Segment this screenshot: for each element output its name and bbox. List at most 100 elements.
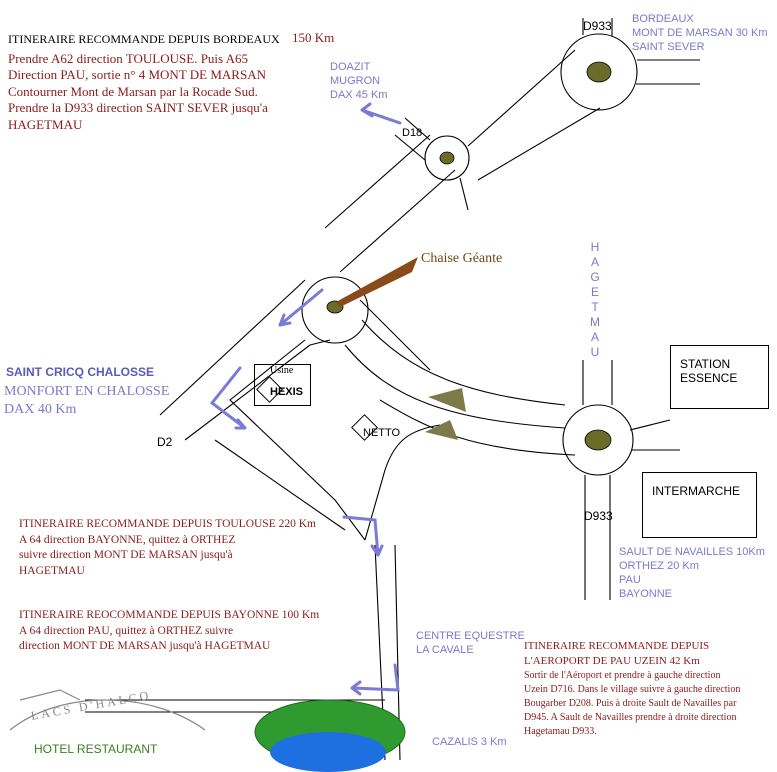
hotel-grounds: [254, 699, 406, 772]
hexis-label: HEXIS: [270, 386, 304, 398]
arrow-south: [342, 515, 384, 557]
hagetmau-letter: H: [590, 240, 600, 254]
dir-pau: PAU: [619, 574, 641, 586]
road-bordeaux-stub: [636, 59, 700, 85]
toulouse-line-1: A 64 direction BAYONNE, quittez à ORTHEZ: [19, 534, 236, 546]
usine-label: Usine: [270, 365, 294, 376]
bordeaux-line-5: HAGETMAU: [8, 117, 83, 132]
arrow-doazit: [360, 102, 402, 125]
dir-dax-45: DAX 45 Km: [330, 89, 388, 101]
toulouse-title: ITINERAIRE RECOMMANDE DEPUIS TOULOUSE 22…: [19, 518, 316, 530]
road-d18: [394, 117, 431, 161]
dir-sault: SAULT DE NAVAILLES 10Km: [619, 546, 765, 558]
airport-line-3: Bougarber D208. Puis à droite Sault de N…: [524, 698, 737, 709]
road-d2-south: [214, 439, 346, 531]
roundabout-islands: [326, 61, 612, 451]
bordeaux-line-3: Contourner Mont de Marsan par la Rocade …: [8, 84, 258, 99]
logo-arc: [9, 699, 206, 731]
road-hagetmau-north: [582, 360, 613, 405]
dir-doazit: DOAZIT: [330, 61, 371, 73]
roundabout-d18-outer: [424, 135, 470, 181]
island-tri-1: [428, 388, 466, 412]
dir-saint-sever: SAINT SEVER: [632, 41, 705, 53]
road-label-d933-mid: D933: [584, 509, 613, 523]
road-d933-north-upper: [467, 49, 601, 181]
road-d2: [159, 279, 311, 441]
airport-title-1: ITINERAIRE RECOMMANDE DEPUIS: [524, 640, 710, 652]
bayonne-line-2: direction MONT DE MARSAN jusqu'à HAGETMA…: [19, 640, 271, 652]
road-d18-south-stub: [459, 177, 469, 211]
road-south-connector: [364, 424, 441, 541]
road-south-west: [229, 299, 431, 541]
bordeaux-line-4: Prendre la D933 direction SAINT SEVER ju…: [8, 100, 268, 115]
hagetmau-letter: E: [590, 285, 599, 299]
dir-bayonne: BAYONNE: [619, 588, 672, 600]
bordeaux-line-2: Direction PAU, sortie n° 4 MONT DE MARSA…: [8, 67, 266, 82]
dir-orthez: ORTHEZ 20 Km: [619, 560, 699, 572]
dir-cazalis: CAZALIS 3 Km: [432, 736, 507, 748]
dir-dax-40: DAX 40 Km: [4, 402, 77, 417]
station-label-1: STATION: [680, 357, 731, 371]
lake: [270, 732, 386, 772]
dir-monfort: MONFORT EN CHALOSSE: [4, 384, 170, 399]
island-east: [584, 429, 612, 451]
chaise-geante-label: Chaise Géante: [421, 251, 503, 266]
road-east-stub: [629, 419, 680, 451]
hagetmau-letter: U: [590, 345, 600, 359]
hexis-box: [254, 364, 311, 406]
road-outlines: [85, 18, 700, 761]
road-link: [309, 339, 331, 346]
dir-mont-de-marsan: MONT DE MARSAN 30 Km: [632, 27, 768, 39]
netto-label: NETTO: [363, 427, 401, 439]
bayonne-line-1: A 64 direction PAU, quittez à ORTHEZ sui…: [19, 625, 234, 637]
arrow-d2: [209, 366, 247, 430]
bordeaux-line-1: Prendre A62 direction TOULOUSE. Puis A65: [8, 51, 249, 66]
station-essence-box: [670, 345, 769, 409]
island-d18: [439, 151, 455, 165]
logo-roof: [19, 689, 81, 701]
bordeaux-distance: 150 Km: [292, 30, 335, 45]
road-d933-top-stub: [582, 18, 613, 36]
centre-equestre: CENTRE EQUESTRE: [416, 630, 525, 642]
road-east-lower: [379, 399, 576, 456]
airport-line-1: Sortir de l'Aéroport et prendre à gauche…: [524, 670, 721, 681]
arrow-hotel: [350, 663, 400, 696]
road-islands: [425, 388, 466, 440]
road-label-d18: D18: [402, 127, 423, 139]
bordeaux-title: ITINERAIRE RECOMMANDE DEPUIS BORDEAUX: [8, 32, 280, 46]
road-label-d2: D2: [157, 435, 173, 449]
road-d933-south: [584, 475, 611, 600]
airport-title-2: L'AEROPORT DE PAU UZEIN 42 Km: [524, 655, 700, 667]
island-north: [586, 61, 612, 83]
airport-line-4: D945. A Sault de Navailles prendre à dro…: [524, 712, 737, 723]
road-label-d933-top: D933: [583, 19, 612, 33]
hagetmau-letter: A: [590, 330, 599, 344]
toulouse-line-3: HAGETMAU: [19, 565, 85, 577]
airport-line-5: Hagetamau D933.: [524, 726, 597, 737]
road-east-curve: [344, 319, 566, 429]
direction-arrows: [209, 102, 402, 696]
intermarche-label: INTERMARCHE: [652, 484, 741, 498]
arrow-saint-cricq: [278, 288, 324, 327]
la-cavale: LA CAVALE: [416, 644, 474, 656]
roundabout-central-outer: [301, 276, 369, 344]
dir-saint-cricq: SAINT CRICQ CHALOSSE: [6, 365, 155, 379]
bayonne-title: ITINERAIRE REOCOMMANDE DEPUIS BAYONNE 10…: [19, 609, 320, 621]
hagetmau-letter: G: [590, 270, 600, 284]
road-d933-north: [324, 134, 456, 273]
hagetmau-letter: T: [591, 300, 599, 314]
station-label-2: ESSENCE: [680, 371, 738, 385]
giant-chair-pointer: [336, 257, 418, 307]
hagetmau-letter: M: [590, 315, 600, 329]
hagetmau-letter: A: [590, 255, 599, 269]
intermarche-box: [642, 472, 757, 538]
hotel-restaurant-label: HOTEL RESTAURANT: [34, 742, 158, 756]
toulouse-line-2: suivre direction MONT DE MARSAN jusqu'à: [19, 549, 233, 561]
roundabout-north-outer: [560, 33, 638, 111]
roundabout-east-outer: [562, 404, 634, 476]
hotel-logo-graphic: [9, 689, 206, 731]
dir-mugron: MUGRON: [330, 75, 381, 87]
